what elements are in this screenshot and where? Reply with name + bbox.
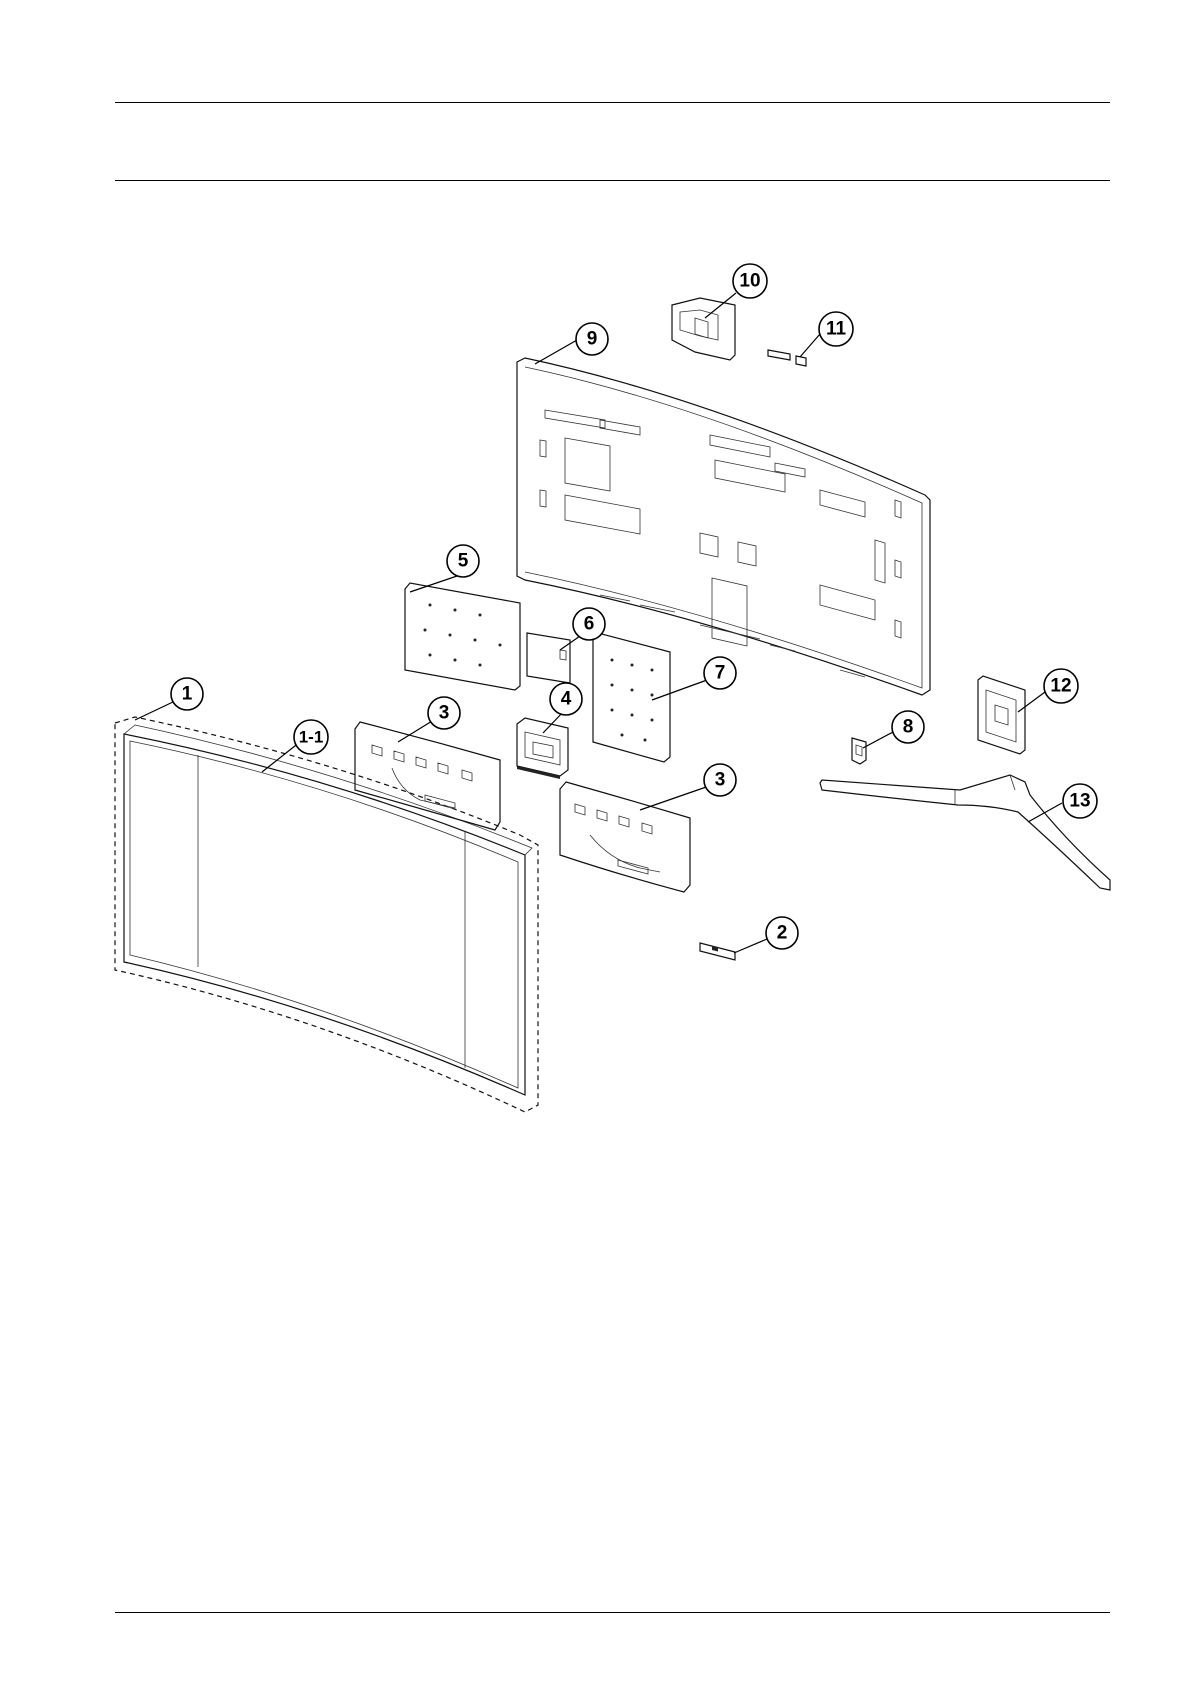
svg-text:11: 11 <box>826 319 847 340</box>
callout-3-right: 3 <box>704 764 736 796</box>
callout-6: 6 <box>573 608 605 640</box>
part-11-clip <box>768 350 806 366</box>
svg-text:2: 2 <box>777 923 788 944</box>
svg-text:4: 4 <box>561 689 572 710</box>
part-8-hinge <box>852 738 866 764</box>
svg-text:9: 9 <box>587 329 598 350</box>
callout-11: 11 <box>819 312 853 346</box>
svg-text:7: 7 <box>715 663 726 684</box>
callout-13: 13 <box>1063 784 1097 818</box>
svg-text:1-1: 1-1 <box>299 728 324 747</box>
callout-5: 5 <box>447 545 479 577</box>
callout-10: 10 <box>733 264 767 298</box>
callout-12: 12 <box>1044 669 1078 703</box>
svg-text:5: 5 <box>458 551 469 572</box>
svg-text:3: 3 <box>715 770 726 791</box>
callout-9: 9 <box>576 323 608 355</box>
callout-1-1: 1-1 <box>294 720 328 754</box>
part-3-bracket-left <box>355 722 500 830</box>
part-5-main-board <box>405 583 520 690</box>
callout-3-left: 3 <box>428 697 460 729</box>
svg-text:10: 10 <box>739 271 760 292</box>
part-12-stand-plate <box>978 676 1025 754</box>
callout-7: 7 <box>704 657 736 689</box>
part-1-front-bezel <box>115 717 538 1112</box>
part-3-bracket-right <box>560 782 690 892</box>
callout-8: 8 <box>892 711 924 743</box>
svg-text:1: 1 <box>182 684 193 705</box>
part-4-holder <box>517 718 568 779</box>
svg-text:3: 3 <box>439 703 450 724</box>
svg-text:12: 12 <box>1050 676 1071 697</box>
svg-text:6: 6 <box>584 614 595 635</box>
callout-2: 2 <box>766 917 798 949</box>
part-10-bracket <box>672 298 735 360</box>
svg-text:13: 13 <box>1069 791 1090 812</box>
part-2-control-module <box>700 943 735 960</box>
svg-text:8: 8 <box>903 717 914 738</box>
callout-1: 1 <box>171 678 203 710</box>
part-6-board <box>527 633 570 683</box>
part-9-rear-cover <box>517 358 930 695</box>
callout-4: 4 <box>550 683 582 715</box>
